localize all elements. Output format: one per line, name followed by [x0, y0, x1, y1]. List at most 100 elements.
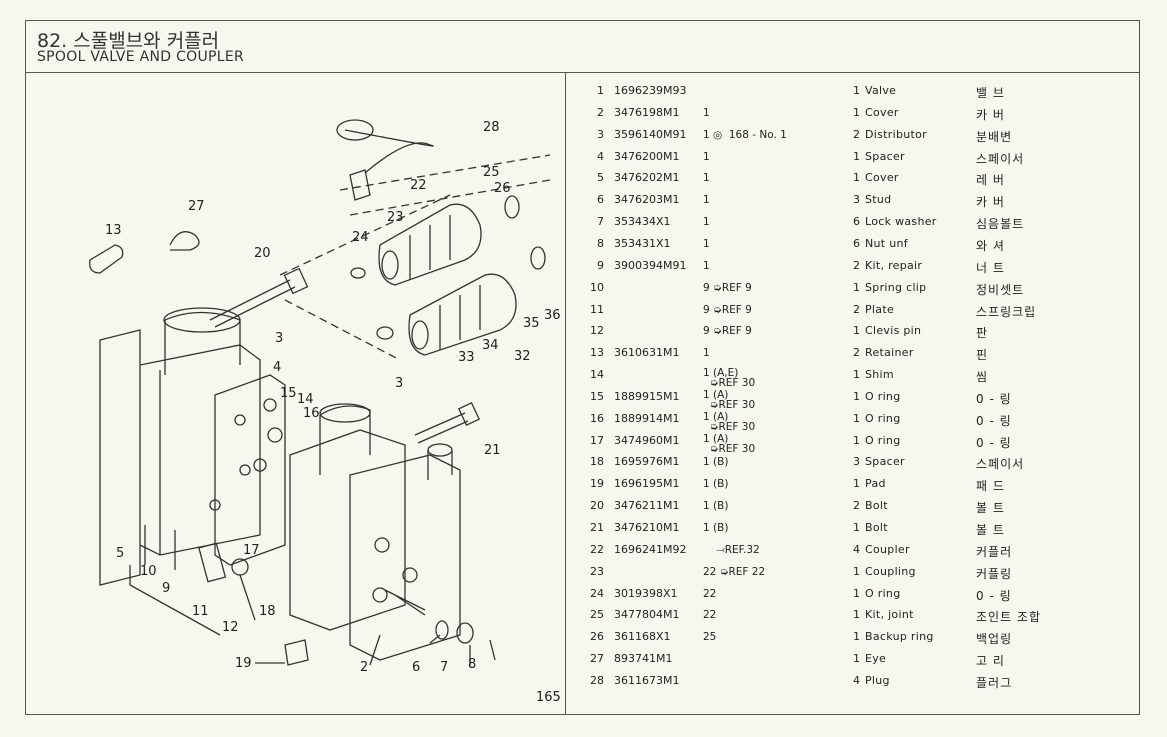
- description: Spring clip: [865, 280, 927, 294]
- quantity: 1: [853, 433, 860, 447]
- callout-label: 12: [222, 620, 239, 635]
- callout-label: 11: [192, 604, 209, 619]
- quantity: 1: [853, 149, 860, 163]
- description: O ring: [865, 586, 901, 600]
- callout-label: 35: [523, 316, 540, 331]
- callout-label: 21: [484, 443, 501, 458]
- ref-number: 25: [590, 608, 604, 622]
- section-title-korean: 82. 스풀밸브와 커플러: [37, 30, 220, 52]
- section-title-english: SPOOL VALVE AND COUPLER: [37, 49, 245, 65]
- korean-name: 0 - 링: [976, 588, 1012, 603]
- part-number: 3019398X1: [614, 586, 678, 600]
- ref-number: 21: [590, 521, 604, 534]
- korean-name: 0 - 링: [976, 413, 1012, 428]
- korean-name: 카 버: [976, 107, 1005, 122]
- page-number: 165: [536, 690, 561, 705]
- ref-number: 4: [597, 149, 604, 163]
- part-number: 353431X1: [614, 236, 671, 250]
- korean-name: 패 드: [976, 479, 1005, 494]
- korean-name: 너 트: [976, 260, 1005, 275]
- korean-name: 0 - 링: [976, 435, 1012, 450]
- description: Shim: [865, 368, 894, 382]
- quantity: 3: [853, 455, 860, 469]
- callout-label: 7: [440, 660, 449, 675]
- quantity: 1: [853, 630, 860, 644]
- quantity: 1: [853, 280, 860, 294]
- quantity: 1: [853, 586, 860, 600]
- part-number: 3611673M1: [614, 673, 680, 687]
- korean-name: 판: [976, 326, 989, 341]
- korean-name: 스페이서: [976, 457, 1025, 472]
- korean-name: 백업링: [976, 632, 1013, 647]
- callout-label: 18: [259, 604, 276, 619]
- callout-label: 36: [544, 308, 561, 323]
- description: O ring: [865, 433, 901, 447]
- usage-note: 1: [703, 150, 710, 163]
- usage-note: 1 (B): [703, 522, 729, 534]
- description: Bolt: [865, 499, 888, 513]
- callout-label: 34: [482, 338, 499, 353]
- quantity: 1: [853, 521, 860, 534]
- quantity: 1: [853, 324, 860, 338]
- usage-note: 9 ➭REF 9: [703, 325, 752, 338]
- quantity: 1: [853, 652, 860, 666]
- callout-label: 27: [188, 199, 205, 214]
- part-number: 353434X1: [614, 215, 671, 229]
- callout-label: 9: [162, 581, 171, 596]
- ref-number: 18: [590, 455, 604, 469]
- callout-label: 8: [468, 657, 477, 672]
- part-number: 361168X1: [614, 630, 671, 644]
- callout-label: 24: [352, 230, 369, 245]
- usage-note: 9 ➭REF 9: [703, 303, 752, 316]
- korean-name: 정비셋트: [976, 282, 1025, 297]
- ref-number: 26: [590, 630, 604, 644]
- usage-note: 1: [703, 237, 710, 250]
- usage-note: 22: [703, 609, 717, 622]
- usage-note: 1 (B): [703, 500, 729, 513]
- korean-name: 와 셔: [976, 238, 1005, 253]
- ref-number: 20: [590, 499, 604, 513]
- korean-name: 분배변: [976, 129, 1013, 144]
- quantity: 1: [853, 389, 860, 403]
- callout-label: 14: [297, 392, 314, 407]
- korean-name: 레 버: [976, 173, 1005, 188]
- usage-note: 1 (A) ➭REF 30: [703, 432, 756, 455]
- ref-number: 1: [597, 84, 604, 97]
- usage-note: 1 (A,E) ➭REF 30: [703, 367, 756, 390]
- part-number: 1889915M1: [614, 389, 680, 403]
- ref-number: 19: [590, 477, 604, 491]
- usage-note: 9 ➭REF 9: [703, 281, 752, 294]
- description: Cover: [865, 171, 899, 185]
- usage-note: 1: [703, 259, 710, 272]
- ref-number: 24: [590, 586, 604, 600]
- description: O ring: [865, 411, 901, 425]
- callout-label: 20: [254, 246, 271, 261]
- callout-label: 32: [514, 349, 531, 364]
- korean-name: 커플링: [976, 566, 1013, 581]
- quantity: 1: [853, 564, 860, 578]
- ref-number: 28: [590, 673, 604, 687]
- description: O ring: [865, 389, 901, 403]
- callout-label: 3: [275, 331, 284, 346]
- callout-label: 19: [235, 656, 252, 671]
- description: Bolt: [865, 521, 888, 534]
- ref-number: 15: [590, 389, 604, 403]
- ref-number: 17: [590, 433, 604, 447]
- korean-name: 스프링크립: [976, 304, 1037, 319]
- korean-name: 볼 트: [976, 501, 1005, 516]
- callout-label: 3: [395, 376, 404, 391]
- korean-name: 0 - 링: [976, 391, 1012, 406]
